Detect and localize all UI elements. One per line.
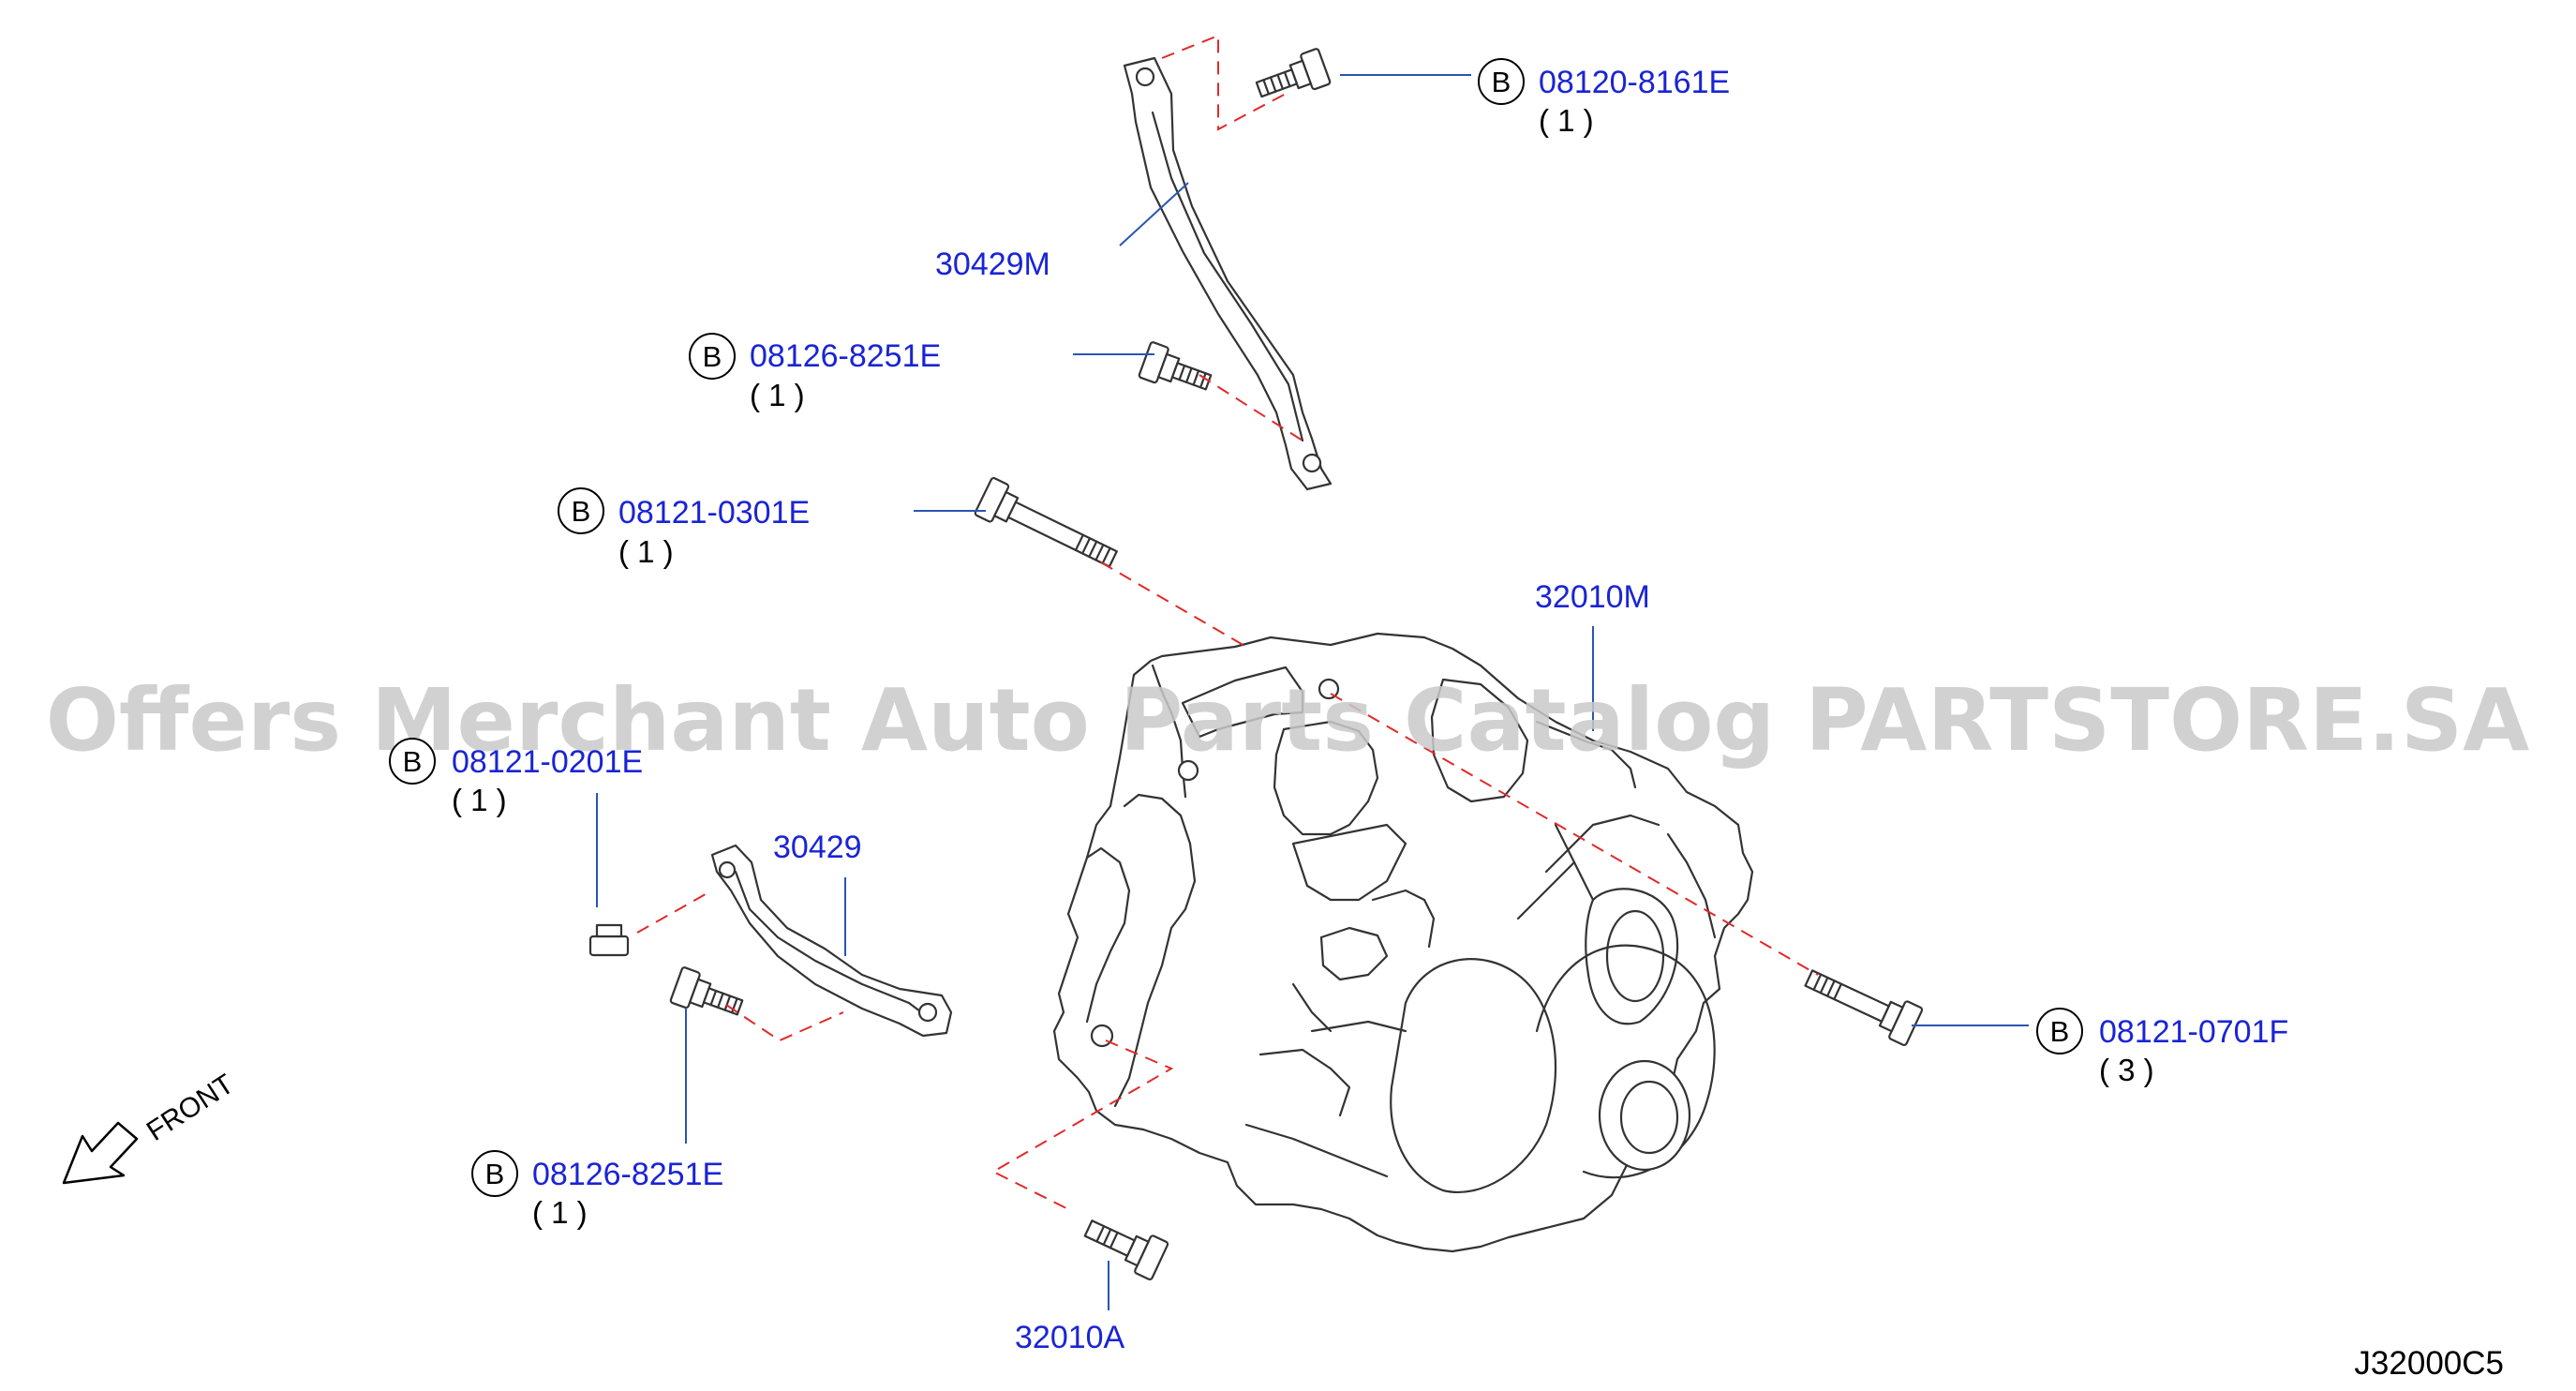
leader-lines (596, 74, 2029, 1310)
part-30429M[interactable]: 30429M (935, 247, 1050, 282)
callout-08126-8251E-upper[interactable]: B 08126-8251E ( 1 ) (689, 333, 941, 412)
b-badge-icon (1478, 58, 1525, 105)
b-badge-icon (2036, 1008, 2083, 1054)
callout-08121-0301E[interactable]: B 08121-0301E ( 1 ) (558, 487, 810, 569)
diagram-code: J32000C5 (2354, 1345, 2504, 1382)
transmission-housing[interactable] (1052, 632, 1754, 1253)
badge-letter: B (703, 340, 722, 373)
b-badge-icon (558, 487, 604, 534)
quantity: ( 3 ) (2099, 1053, 2154, 1087)
bolt-08126-8251E-lower[interactable] (669, 966, 746, 1025)
callout-08121-0701F[interactable]: B 08121-0701F ( 3 ) (2036, 1008, 2288, 1087)
quantity: ( 1 ) (1539, 103, 1594, 138)
callout-08121-0201E[interactable]: B 08121-0201E ( 1 ) (389, 738, 643, 817)
b-badge-icon (689, 333, 736, 380)
badge-letter: B (403, 745, 423, 778)
bolt-08121-0701F[interactable] (1800, 960, 1924, 1046)
b-badge-icon (471, 1150, 518, 1197)
quantity: ( 1 ) (618, 534, 674, 569)
bolt-08121-0301E[interactable] (974, 477, 1123, 577)
assembly-dashed-lines (636, 34, 1819, 1210)
badge-letter: B (1492, 66, 1511, 98)
front-indicator: FRONT (62, 1069, 240, 1185)
quantity: ( 1 ) (532, 1195, 588, 1230)
part-number[interactable]: 08121-0301E (618, 495, 810, 531)
part-32010M[interactable]: 32010M (1535, 579, 1650, 615)
b-badge-icon (389, 738, 436, 785)
part-number[interactable]: 08121-0701F (2099, 1014, 2288, 1050)
callout-08126-8251E-lower[interactable]: B 08126-8251E ( 1 ) (471, 1150, 723, 1230)
badge-letter: B (485, 1158, 505, 1190)
lower-bracket[interactable] (710, 844, 953, 1038)
upper-bracket[interactable] (1123, 56, 1333, 491)
bolt-08121-0201E[interactable] (588, 923, 630, 957)
part-number[interactable]: 08126-8251E (750, 338, 941, 374)
part-number[interactable]: 08120-8161E (1539, 65, 1730, 100)
part-30429[interactable]: 30429 (773, 830, 862, 865)
bolt-08126-8251E-upper[interactable] (1138, 341, 1214, 399)
part-number[interactable]: 08126-8251E (532, 1157, 723, 1192)
badge-letter: B (2050, 1015, 2070, 1048)
part-32010A[interactable]: 32010A (1015, 1320, 1125, 1355)
part-number[interactable]: 08121-0201E (452, 744, 643, 780)
badge-letter: B (572, 495, 591, 528)
quantity: ( 1 ) (750, 378, 805, 412)
quantity: ( 1 ) (452, 783, 507, 817)
watermark: Offers Merchant Auto Parts Catalog PARTS… (46, 670, 2530, 770)
bolt-32010A[interactable] (1080, 1209, 1169, 1280)
bolt-08120-8161E[interactable] (1253, 48, 1332, 107)
front-label: FRONT (141, 1069, 240, 1147)
front-arrow-icon (62, 1121, 139, 1185)
callout-08120-8161E[interactable]: B 08120-8161E ( 1 ) (1478, 58, 1730, 138)
